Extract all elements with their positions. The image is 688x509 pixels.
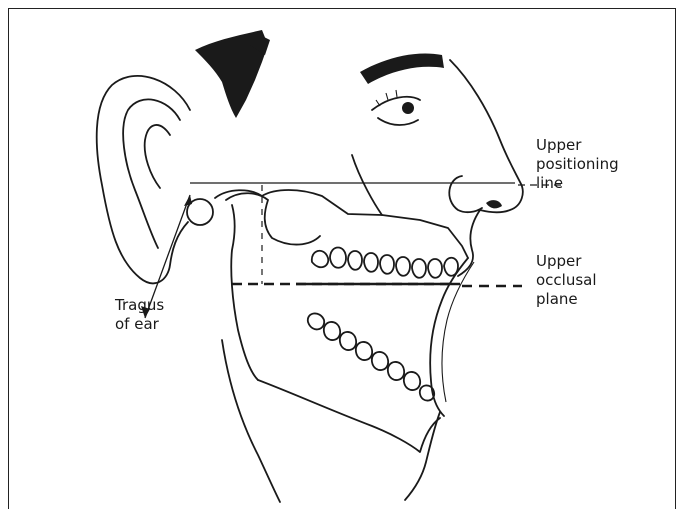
neck-line (222, 340, 280, 502)
cheek-line (352, 155, 382, 215)
label-line: Upper (536, 252, 597, 271)
label-tragus-of-ear: Tragus of ear (115, 296, 164, 334)
lower-teeth (308, 313, 434, 400)
upper-teeth (312, 248, 458, 278)
label-line: Tragus (115, 296, 164, 315)
label-line: occlusal (536, 271, 597, 290)
label-line: of ear (115, 315, 164, 334)
label-line: line (536, 174, 619, 193)
label-line: positioning (536, 155, 619, 174)
eye (372, 90, 420, 125)
nose-wing (449, 176, 482, 212)
label-upper-occlusal-plane: Upper occlusal plane (536, 252, 597, 309)
zygomatic-arch (226, 193, 320, 244)
mandible-ramus (231, 205, 258, 380)
hair-strokes (195, 30, 270, 118)
chin-contour (405, 412, 440, 500)
eyebrow (360, 54, 444, 84)
label-line: Upper (536, 136, 619, 155)
label-upper-positioning-line: Upper positioning line (536, 136, 619, 193)
ear (97, 76, 190, 283)
nostril (486, 200, 502, 208)
label-line: plane (536, 290, 597, 309)
